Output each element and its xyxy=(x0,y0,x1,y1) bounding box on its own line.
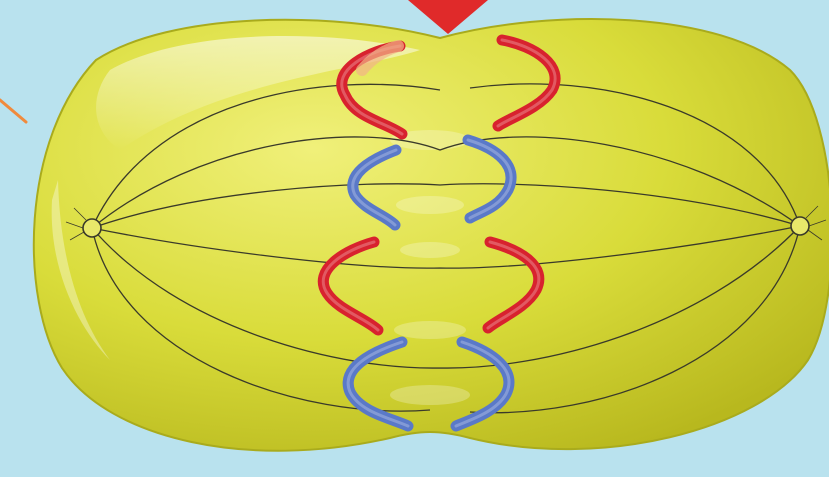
right-centrosome xyxy=(791,217,809,235)
left-centrosome xyxy=(83,219,101,237)
